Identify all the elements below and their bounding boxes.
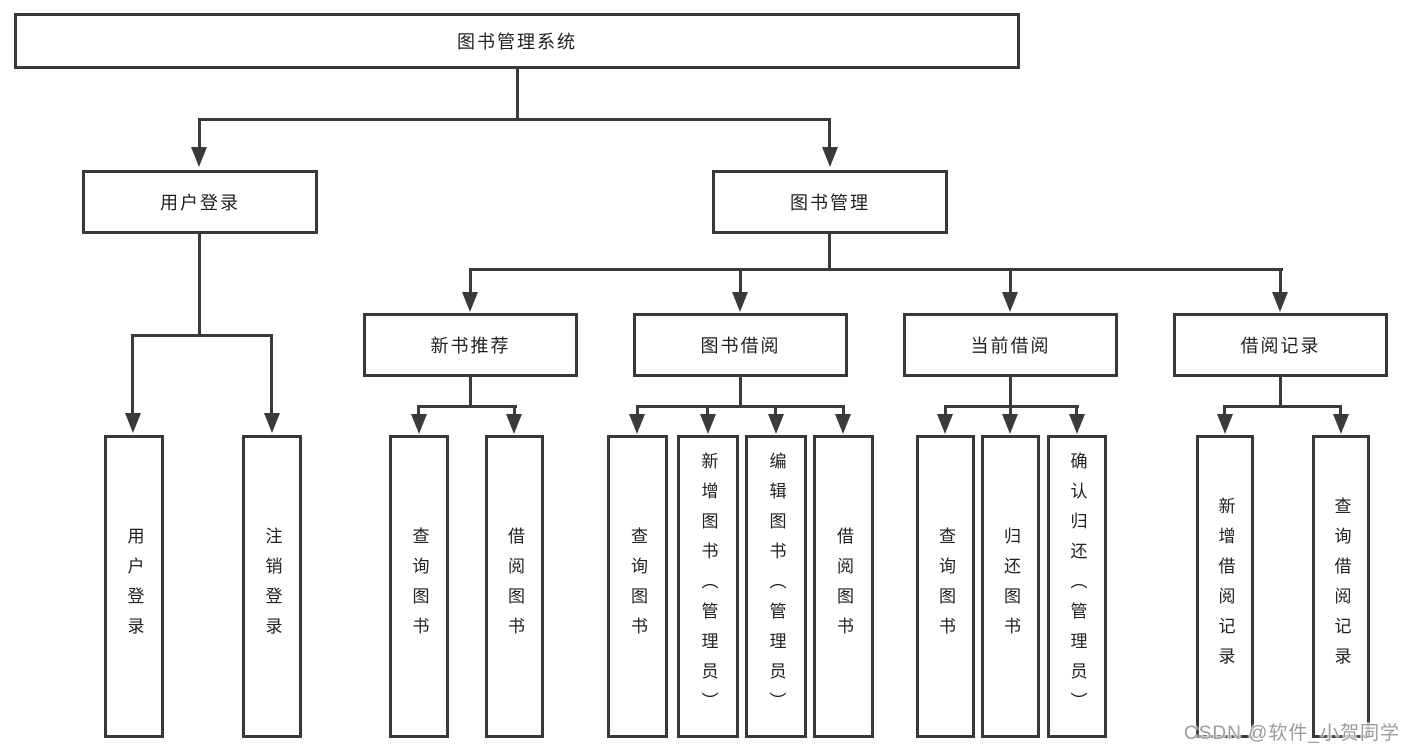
arrowhead-down	[822, 147, 838, 167]
csdn-watermark: CSDN @软件_小贺同学	[1184, 723, 1400, 744]
connector-bookmgmt-hline	[469, 268, 1283, 271]
connector-root-hline	[198, 118, 831, 121]
leaf-label: 编辑图书（管理员）	[766, 451, 786, 722]
arrowhead-down	[191, 147, 207, 167]
arrowhead-down	[629, 414, 645, 434]
connector-drop	[842, 408, 845, 416]
connector-hline	[417, 405, 517, 408]
node-user-login: 用户登录	[82, 170, 318, 234]
connector-drop	[469, 271, 472, 292]
leaf-label: 查询图书	[409, 526, 429, 647]
leaf-query-books-current: 查询图书	[916, 435, 975, 738]
connector-drop	[706, 408, 709, 416]
connector-stem	[469, 377, 472, 408]
connector-drop	[1075, 408, 1078, 416]
leaf-user-login: 用户登录	[104, 435, 164, 738]
arrowhead-down	[506, 414, 522, 434]
leaf-query-books-recommend: 查询图书	[389, 435, 449, 738]
arrowhead-down	[125, 413, 141, 433]
connector-drop	[739, 271, 742, 292]
node-current-borrowing: 当前借阅	[903, 313, 1118, 377]
arrowhead-down	[1217, 414, 1233, 434]
leaf-label: 新增借阅记录	[1215, 496, 1235, 677]
leaf-label: 借阅图书	[834, 526, 853, 647]
connector-root-stem	[516, 69, 519, 121]
arrowhead-down	[1002, 414, 1018, 434]
leaf-return-books: 归还图书	[981, 435, 1040, 738]
connector-drop	[828, 121, 831, 148]
leaf-label: 查询图书	[628, 526, 647, 647]
arrowhead-down	[1333, 414, 1349, 434]
node-label: 当前借阅	[970, 336, 1051, 356]
leaf-confirm-return-admin: 确认归还（管理员）	[1047, 435, 1107, 738]
connector-hline	[944, 405, 1079, 408]
node-library-system: 图书管理系统	[14, 13, 1020, 69]
leaf-query-borrow-record: 查询借阅记录	[1312, 435, 1370, 738]
arrowhead-down	[937, 414, 953, 434]
connector-drop	[1279, 271, 1282, 292]
leaf-label: 新增图书（管理员）	[698, 451, 718, 722]
leaf-label: 注销登录	[262, 526, 282, 647]
connector-userlogin-stem	[198, 234, 201, 337]
connector-drop	[944, 408, 947, 416]
leaf-label: 借阅图书	[505, 526, 524, 647]
leaf-add-book-admin: 新增图书（管理员）	[677, 435, 739, 738]
leaf-borrow-books-recommend: 借阅图书	[485, 435, 544, 738]
connector-hline	[636, 405, 845, 408]
connector-drop	[1009, 271, 1012, 292]
connector-drop	[1339, 408, 1342, 416]
node-label: 借阅记录	[1240, 336, 1321, 356]
connector-stem	[739, 377, 742, 408]
leaf-logout: 注销登录	[242, 435, 302, 738]
leaf-label: 归还图书	[1001, 526, 1020, 647]
connector-bookmgmt-stem	[828, 234, 831, 271]
leaf-edit-book-admin: 编辑图书（管理员）	[745, 435, 807, 738]
leaf-label: 查询图书	[936, 526, 955, 647]
node-label: 用户登录	[160, 193, 240, 213]
arrowhead-down	[732, 292, 748, 312]
connector-drop	[636, 408, 639, 416]
node-label: 图书管理系统	[457, 32, 577, 52]
node-new-book-recommend: 新书推荐	[363, 313, 578, 377]
connector-userlogin-hline	[131, 334, 273, 337]
connector-drop	[1223, 408, 1226, 416]
arrowhead-down	[1272, 292, 1288, 312]
connector-drop	[270, 337, 273, 413]
arrowhead-down	[411, 414, 427, 434]
arrowhead-down	[264, 413, 280, 433]
leaf-label: 查询借阅记录	[1331, 496, 1351, 677]
leaf-query-books-borrowing: 查询图书	[607, 435, 668, 738]
node-book-management: 图书管理	[712, 170, 948, 234]
connector-drop	[131, 337, 134, 413]
arrowhead-down	[835, 414, 851, 434]
leaf-add-borrow-record: 新增借阅记录	[1196, 435, 1254, 738]
node-borrow-records: 借阅记录	[1173, 313, 1388, 377]
connector-drop	[198, 121, 201, 148]
connector-stem	[1009, 377, 1012, 408]
leaf-borrow-books-borrowing: 借阅图书	[813, 435, 874, 738]
node-label: 图书管理	[790, 193, 870, 213]
connector-stem	[1279, 377, 1282, 408]
arrowhead-down	[1069, 414, 1085, 434]
leaf-label: 确认归还（管理员）	[1067, 451, 1087, 722]
node-label: 新书推荐	[430, 336, 511, 356]
connector-drop	[774, 408, 777, 416]
connector-hline	[1223, 405, 1342, 408]
leaf-label: 用户登录	[124, 526, 144, 647]
connector-drop	[1009, 408, 1012, 416]
arrowhead-down	[1002, 292, 1018, 312]
node-label: 图书借阅	[700, 336, 781, 356]
connector-drop	[417, 408, 420, 416]
arrowhead-down	[462, 292, 478, 312]
arrowhead-down	[700, 414, 716, 434]
arrowhead-down	[768, 414, 784, 434]
node-book-borrowing: 图书借阅	[633, 313, 848, 377]
connector-drop	[513, 408, 516, 416]
